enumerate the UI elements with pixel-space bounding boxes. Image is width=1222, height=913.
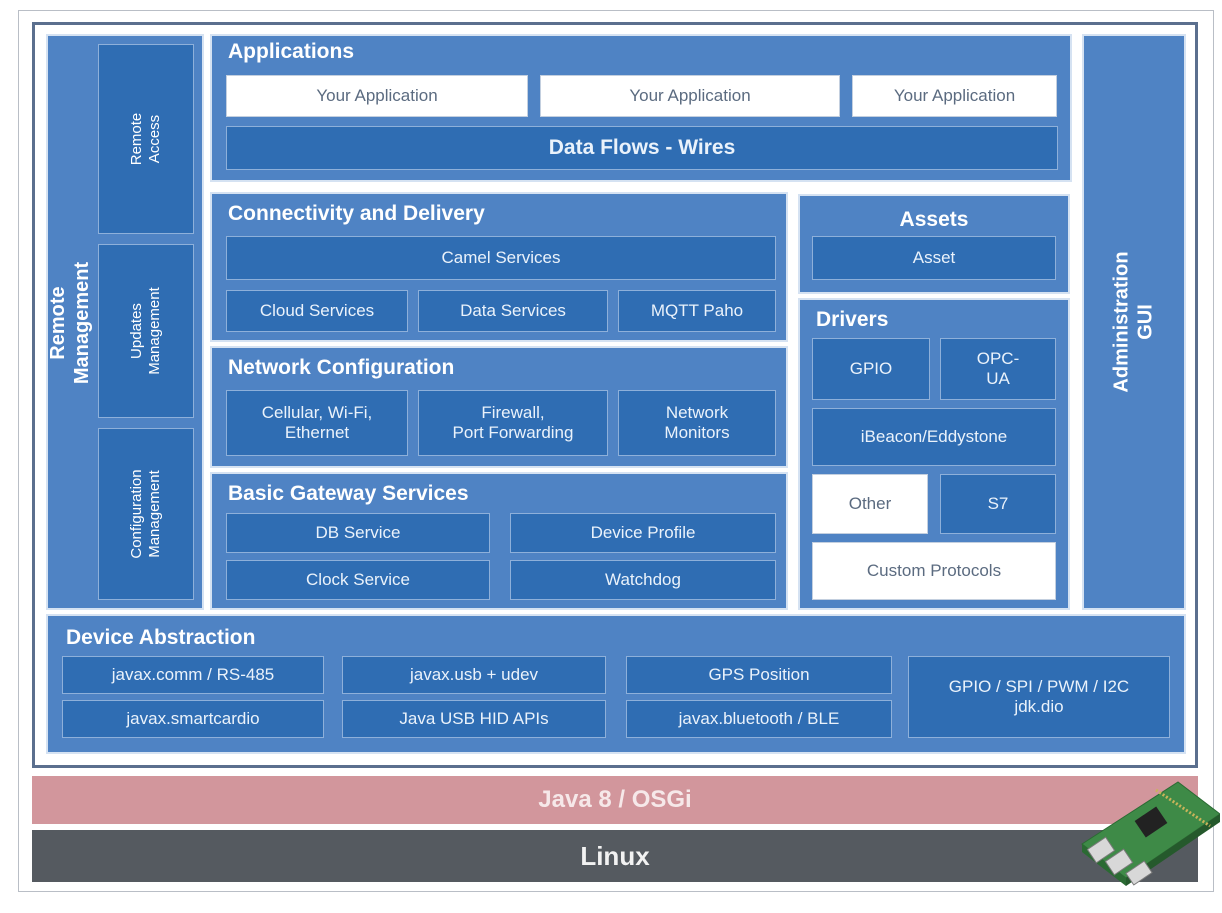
network-monitors-box: Network Monitors: [618, 390, 776, 456]
applications-title: Applications: [228, 40, 355, 63]
usb-hid-box: Java USB HID APIs: [342, 700, 606, 738]
assets-title: Assets: [899, 208, 969, 231]
admin-gui-panel: Administration GUI: [1082, 34, 1186, 610]
java-osgi-layer: Java 8 / OSGi: [32, 776, 1198, 824]
javax-usb-box: javax.usb + udev: [342, 656, 606, 694]
cellular-box: Cellular, Wi-Fi, Ethernet: [226, 390, 408, 456]
updates-management-box: Updates Management: [98, 244, 194, 418]
javax-comm-box: javax.comm / RS-485: [62, 656, 324, 694]
firewall-box: Firewall, Port Forwarding: [418, 390, 608, 456]
updates-management-label: Updates Management: [128, 287, 163, 375]
connectivity-title: Connectivity and Delivery: [228, 202, 485, 225]
camel-services-box: Camel Services: [226, 236, 776, 280]
application-box: Your Application: [540, 75, 840, 117]
application-box: Your Application: [226, 75, 528, 117]
raspberry-pi-board-image: [1081, 781, 1220, 886]
application-box: Your Application: [852, 75, 1057, 117]
configuration-management-label: Configuration Management: [128, 469, 163, 559]
data-flows-bar: Data Flows - Wires: [226, 126, 1058, 170]
basic-gateway-title: Basic Gateway Services: [228, 482, 469, 505]
admin-gui-title: Administration GUI: [1111, 251, 1157, 393]
remote-management-title-box: Remote Management: [47, 40, 93, 606]
drivers-title: Drivers: [816, 308, 889, 331]
gpio-spi-box: GPIO / SPI / PWM / I2C jdk.dio: [908, 656, 1170, 738]
smartcardio-box: javax.smartcardio: [62, 700, 324, 738]
device-profile-box: Device Profile: [510, 513, 776, 553]
db-service-box: DB Service: [226, 513, 490, 553]
bluetooth-box: javax.bluetooth / BLE: [626, 700, 892, 738]
remote-access-box: Remote Access: [98, 44, 194, 234]
custom-protocols-box: Custom Protocols: [812, 542, 1056, 600]
data-services-box: Data Services: [418, 290, 608, 332]
watchdog-box: Watchdog: [510, 560, 776, 600]
configuration-management-box: Configuration Management: [98, 428, 194, 600]
device-abstraction-title: Device Abstraction: [66, 626, 256, 649]
opc-ua-box: OPC- UA: [940, 338, 1056, 400]
linux-label: Linux: [580, 840, 650, 871]
gps-position-box: GPS Position: [626, 656, 892, 694]
remote-access-label: Remote Access: [128, 112, 163, 166]
gpio-driver-box: GPIO: [812, 338, 930, 400]
remote-management-title: Remote Management: [47, 261, 93, 385]
ibeacon-box: iBeacon/Eddystone: [812, 408, 1056, 466]
mqtt-paho-box: MQTT Paho: [618, 290, 776, 332]
clock-service-box: Clock Service: [226, 560, 490, 600]
asset-box: Asset: [812, 236, 1056, 280]
s7-box: S7: [940, 474, 1056, 534]
network-title: Network Configuration: [228, 356, 455, 379]
cloud-services-box: Cloud Services: [226, 290, 408, 332]
other-driver-box: Other: [812, 474, 928, 534]
java-osgi-label: Java 8 / OSGi: [538, 786, 692, 813]
linux-layer: Linux: [32, 830, 1198, 882]
